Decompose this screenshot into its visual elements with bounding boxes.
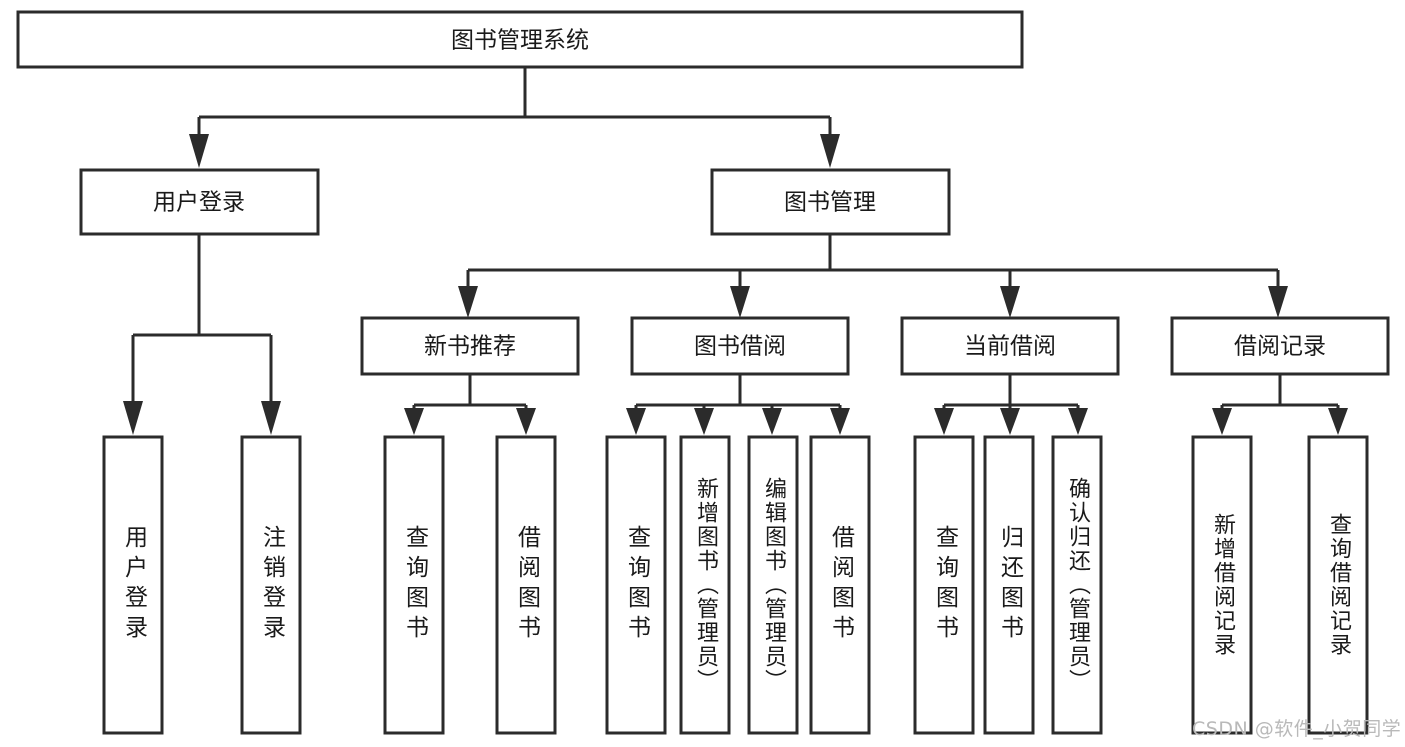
connector-book-borrow-to-leaves	[626, 374, 850, 435]
node-borrow-record[interactable]: 借阅记录	[1170, 316, 1390, 376]
node-user-login-label: 用户登录	[153, 190, 245, 216]
connector-borrow-record-to-leaves	[1212, 374, 1348, 435]
arrow-cb-3	[1068, 408, 1088, 435]
connector-current-borrow-to-leaves	[934, 374, 1088, 435]
arrow-bb-1	[626, 408, 646, 435]
connector-new-book-recommend-to-leaves	[404, 374, 536, 435]
leaf-br-add-record-box[interactable]	[1191, 435, 1253, 735]
leaf-bb-borrow-book-box[interactable]	[809, 435, 871, 735]
arrow-nbr-2	[516, 408, 536, 435]
arrow-level2-1	[189, 134, 209, 168]
arrow-level3-4	[1268, 286, 1288, 318]
arrow-level2-2	[820, 134, 840, 168]
arrow-bb-2	[694, 408, 714, 435]
leaf-cb-return-book-box[interactable]	[983, 435, 1035, 735]
leaf-nbr-query-book-box[interactable]	[383, 435, 445, 735]
arrow-nbr-1	[404, 408, 424, 435]
arrow-cb-2	[1000, 408, 1020, 435]
leaf-user-login-box[interactable]	[102, 435, 164, 735]
node-current-borrow[interactable]: 当前借阅	[900, 316, 1120, 376]
node-borrow-record-box	[1170, 316, 1390, 376]
arrow-user-login-2	[261, 401, 281, 435]
leaf-bb-edit-book-box[interactable]	[747, 435, 799, 735]
leaf-bb-add-book-box[interactable]	[679, 435, 731, 735]
node-root-label: 图书管理系统	[451, 28, 589, 54]
arrow-user-login-1	[123, 401, 143, 435]
node-new-book-recommend-label: 新书推荐	[424, 334, 516, 360]
node-book-management-box	[710, 168, 951, 236]
arrow-cb-1	[934, 408, 954, 435]
connector-root-to-level2	[189, 67, 840, 168]
arrow-level3-1	[458, 286, 478, 318]
connector-book-management-to-level3	[458, 234, 1288, 318]
leaf-nbr-borrow-book-box[interactable]	[495, 435, 557, 735]
node-new-book-recommend[interactable]: 新书推荐	[360, 316, 580, 376]
arrow-bb-4	[830, 408, 850, 435]
leaf-cb-query-book-box[interactable]	[913, 435, 975, 735]
arrow-level3-3	[1000, 286, 1020, 318]
arrow-br-1	[1212, 408, 1232, 435]
node-borrow-record-label: 借阅记录	[1234, 334, 1326, 360]
node-book-borrow[interactable]: 图书借阅	[630, 316, 850, 376]
node-root-box	[16, 10, 1024, 69]
node-current-borrow-label: 当前借阅	[964, 334, 1056, 360]
node-new-book-recommend-box	[360, 316, 580, 376]
connector-user-login-to-leaves	[123, 234, 281, 435]
leaf-bb-query-book-box[interactable]	[605, 435, 667, 735]
node-current-borrow-box	[900, 316, 1120, 376]
leaf-user-logout-box[interactable]	[240, 435, 302, 735]
csdn-watermark: CSDN @软件_小贺同学	[1192, 718, 1402, 740]
node-book-borrow-box	[630, 316, 850, 376]
node-book-management[interactable]: 图书管理	[710, 168, 951, 236]
arrow-bb-3	[762, 408, 782, 435]
leaf-cb-confirm-return-box[interactable]	[1051, 435, 1103, 735]
node-user-login[interactable]: 用户登录	[79, 168, 320, 236]
arrow-br-2	[1328, 408, 1348, 435]
leaf-br-query-record-box[interactable]	[1307, 435, 1369, 735]
node-book-management-label: 图书管理	[784, 190, 876, 216]
node-book-borrow-label: 图书借阅	[694, 334, 786, 360]
arrow-level3-2	[730, 286, 750, 318]
node-root[interactable]: 图书管理系统	[16, 10, 1024, 69]
